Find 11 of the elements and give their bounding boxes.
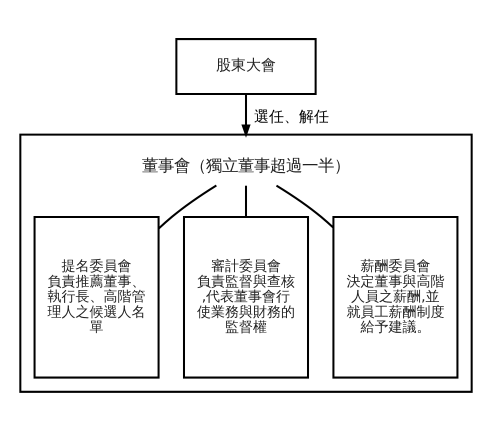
node-text: 董事會（獨立董事超過一半） [142, 156, 350, 175]
node-box: 提名委員會 負責推薦董事、執行長、高階管理人之候選人名單 [34, 215, 160, 378]
arrow [241, 94, 251, 138]
node-box: 薪酬委員會 決定董事與高階人員之薪酬,並就員工薪酬制度給予建議。 [332, 215, 458, 378]
edge-label: 選任、解任 [254, 106, 330, 125]
connector [276, 184, 334, 228]
connector [158, 184, 217, 229]
node-box: 審計委員會 負責監督與查核,代表董事會行使業務與財務的監督權 [182, 215, 310, 378]
cluster [19, 133, 473, 392]
node-box: 股東大會 [175, 38, 317, 94]
connector [244, 185, 248, 216]
